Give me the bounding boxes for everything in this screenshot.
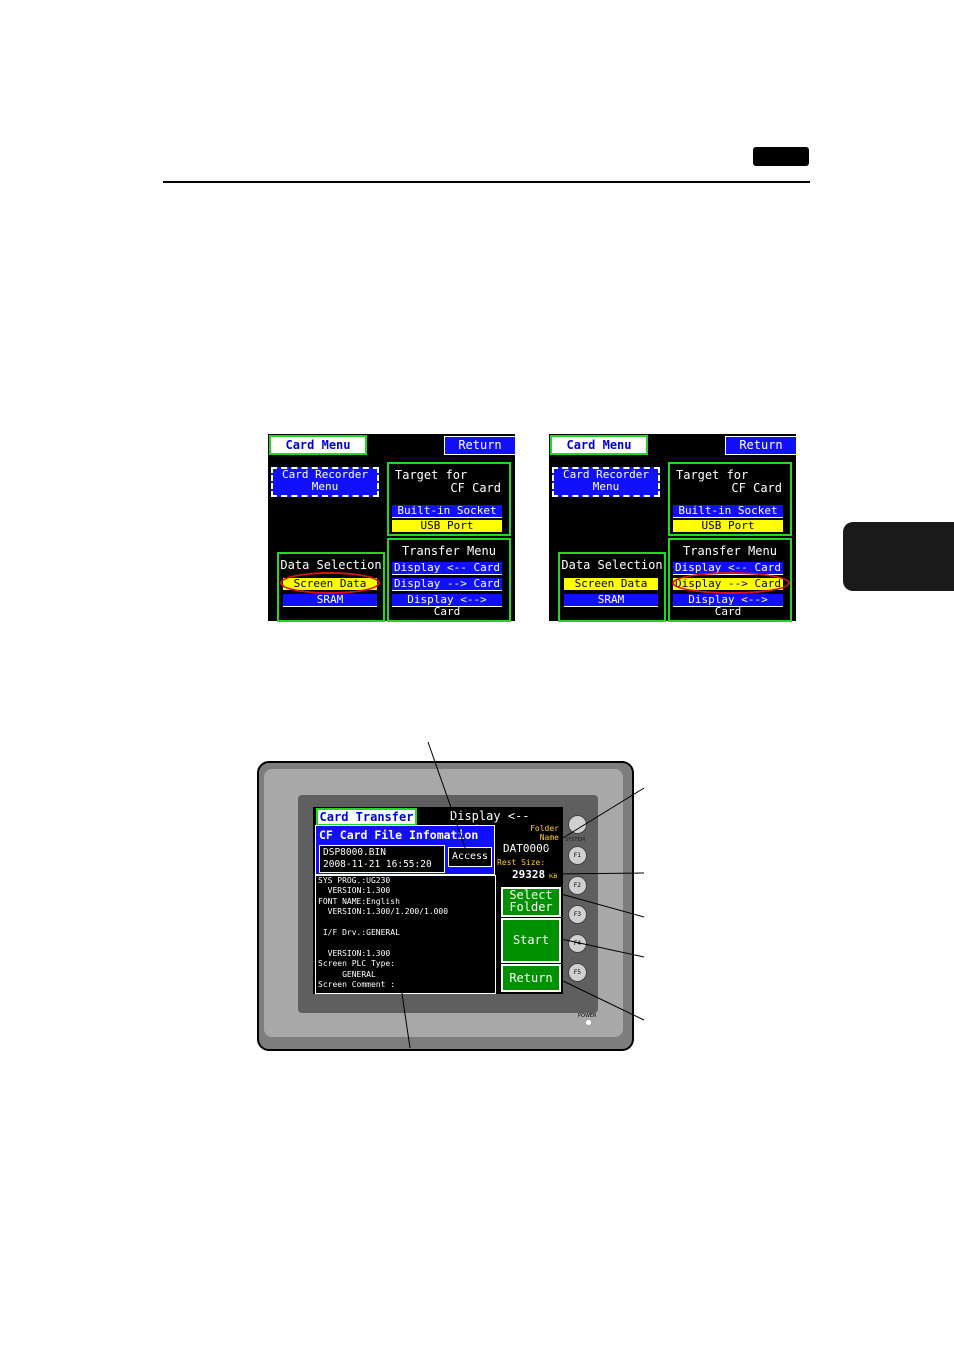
power-led [586, 1020, 591, 1025]
folder-label-line1: Folder [530, 824, 559, 833]
start-button[interactable]: Start [501, 918, 561, 963]
info-line: SYS PROG.:UG230 [318, 876, 391, 885]
access-indicator: Access [448, 847, 492, 867]
folder-name: DAT0000 [503, 842, 550, 855]
display-swap-card-button[interactable]: Display <--> Card [673, 594, 783, 618]
info-line: Screen Comment : [318, 980, 396, 990]
rest-size-unit: KB [549, 872, 558, 880]
leader-info-list [399, 979, 411, 1049]
power-label: POWER [578, 1013, 597, 1019]
info-line: I/F Drv.:GENERAL [318, 928, 400, 938]
data-selection-label: Data Selection [280, 558, 382, 572]
card-menu-screen-left: Card Menu Return Card Recorder Menu Targ… [268, 434, 516, 622]
display-swap-card-button[interactable]: Display <--> Card [392, 594, 502, 618]
file-info-panel: CF Card File Infomation DSP8000.BIN 2008… [315, 825, 495, 875]
display-to-card-button[interactable]: Display --> Card [392, 578, 502, 591]
target-label: Target for [676, 468, 749, 482]
transfer-menu-label: Transfer Menu [683, 544, 777, 558]
file-details: DSP8000.BIN 2008-11-21 16:55:20 [319, 845, 445, 873]
card-menu-screen-right: Card Menu Return Card Recorder Menu Targ… [549, 434, 797, 622]
header-rule [163, 181, 810, 183]
leader-folder [544, 787, 645, 850]
info-line: VERSION:1.300 [318, 886, 391, 896]
leader-return [560, 979, 645, 1021]
card-transfer-screen: Card Transfer Display <-- Card CF Card F… [313, 807, 563, 994]
target-panel: Target for CF Card Built-in Socket USB P… [387, 462, 511, 536]
info-line: Screen PLC Type: [318, 959, 396, 969]
leader-access [427, 741, 469, 857]
usb-port-button[interactable]: USB Port [673, 520, 783, 532]
built-in-socket-button[interactable]: Built-in Socket [673, 505, 783, 518]
f1-key[interactable]: F1 [568, 846, 587, 865]
usb-port-button[interactable]: USB Port [392, 520, 502, 532]
system-key[interactable] [568, 815, 587, 834]
target-label-cf: CF Card [731, 481, 782, 495]
transfer-menu-label: Transfer Menu [402, 544, 496, 558]
f5-key[interactable]: F5 [568, 963, 587, 982]
data-selection-label: Data Selection [561, 558, 663, 572]
folder-label-line2: Name [539, 833, 559, 842]
system-label: SYSTEM [565, 837, 585, 843]
info-line: VERSION:1.300/1.200/1.000 [318, 907, 449, 917]
target-panel: Target for CF Card Built-in Socket USB P… [668, 462, 792, 536]
sram-button[interactable]: SRAM [283, 594, 377, 607]
highlight-ring [672, 572, 790, 594]
folder-label: Folder Name [499, 824, 559, 842]
f3-key[interactable]: F3 [568, 905, 587, 924]
select-folder-button[interactable]: Select Folder [501, 887, 561, 917]
leader-start [560, 938, 645, 958]
data-selection-panel: Data Selection Screen Data SRAM [558, 552, 666, 622]
f2-key[interactable]: F2 [568, 876, 587, 895]
rest-size-label: Rest Size: [497, 858, 546, 867]
leader-select-folder [560, 893, 645, 918]
card-recorder-menu-button[interactable]: Card Recorder Menu [552, 467, 660, 497]
info-line: VERSION:1.300 [318, 948, 391, 958]
return-button[interactable]: Return [444, 436, 516, 455]
highlight-ring [280, 572, 380, 594]
file-name: DSP8000.BIN [323, 847, 386, 858]
card-menu-title: Card Menu [269, 435, 367, 455]
chapter-side-tab [843, 522, 954, 591]
sram-button[interactable]: SRAM [564, 594, 658, 607]
card-recorder-menu-button[interactable]: Card Recorder Menu [271, 467, 379, 497]
built-in-socket-button[interactable]: Built-in Socket [392, 505, 502, 518]
data-selection-panel: Data Selection Screen Data SRAM [277, 552, 385, 622]
chapter-badge [753, 147, 809, 166]
transfer-menu-panel: Transfer Menu Display <-- Card Display -… [387, 538, 511, 622]
display-from-card-button[interactable]: Display <-- Card [392, 562, 502, 575]
screen-data-button[interactable]: Screen Data [564, 578, 658, 590]
card-menu-title: Card Menu [550, 435, 648, 455]
f4-key[interactable]: F4 [568, 934, 587, 953]
return-button[interactable]: Return [725, 436, 797, 455]
target-label-cf: CF Card [450, 481, 501, 495]
file-info-title: CF Card File Infomation [319, 828, 479, 842]
leader-rest-size [547, 872, 645, 875]
file-date: 2008-11-21 16:55:20 [323, 859, 432, 870]
transfer-menu-panel: Transfer Menu Display <-- Card Display -… [668, 538, 792, 622]
info-line: FONT NAME:English [318, 896, 400, 906]
rest-size-value: 29328 [512, 868, 546, 881]
target-label: Target for [395, 468, 468, 482]
info-line: GENERAL [318, 969, 376, 979]
return-button[interactable]: Return [501, 964, 561, 992]
